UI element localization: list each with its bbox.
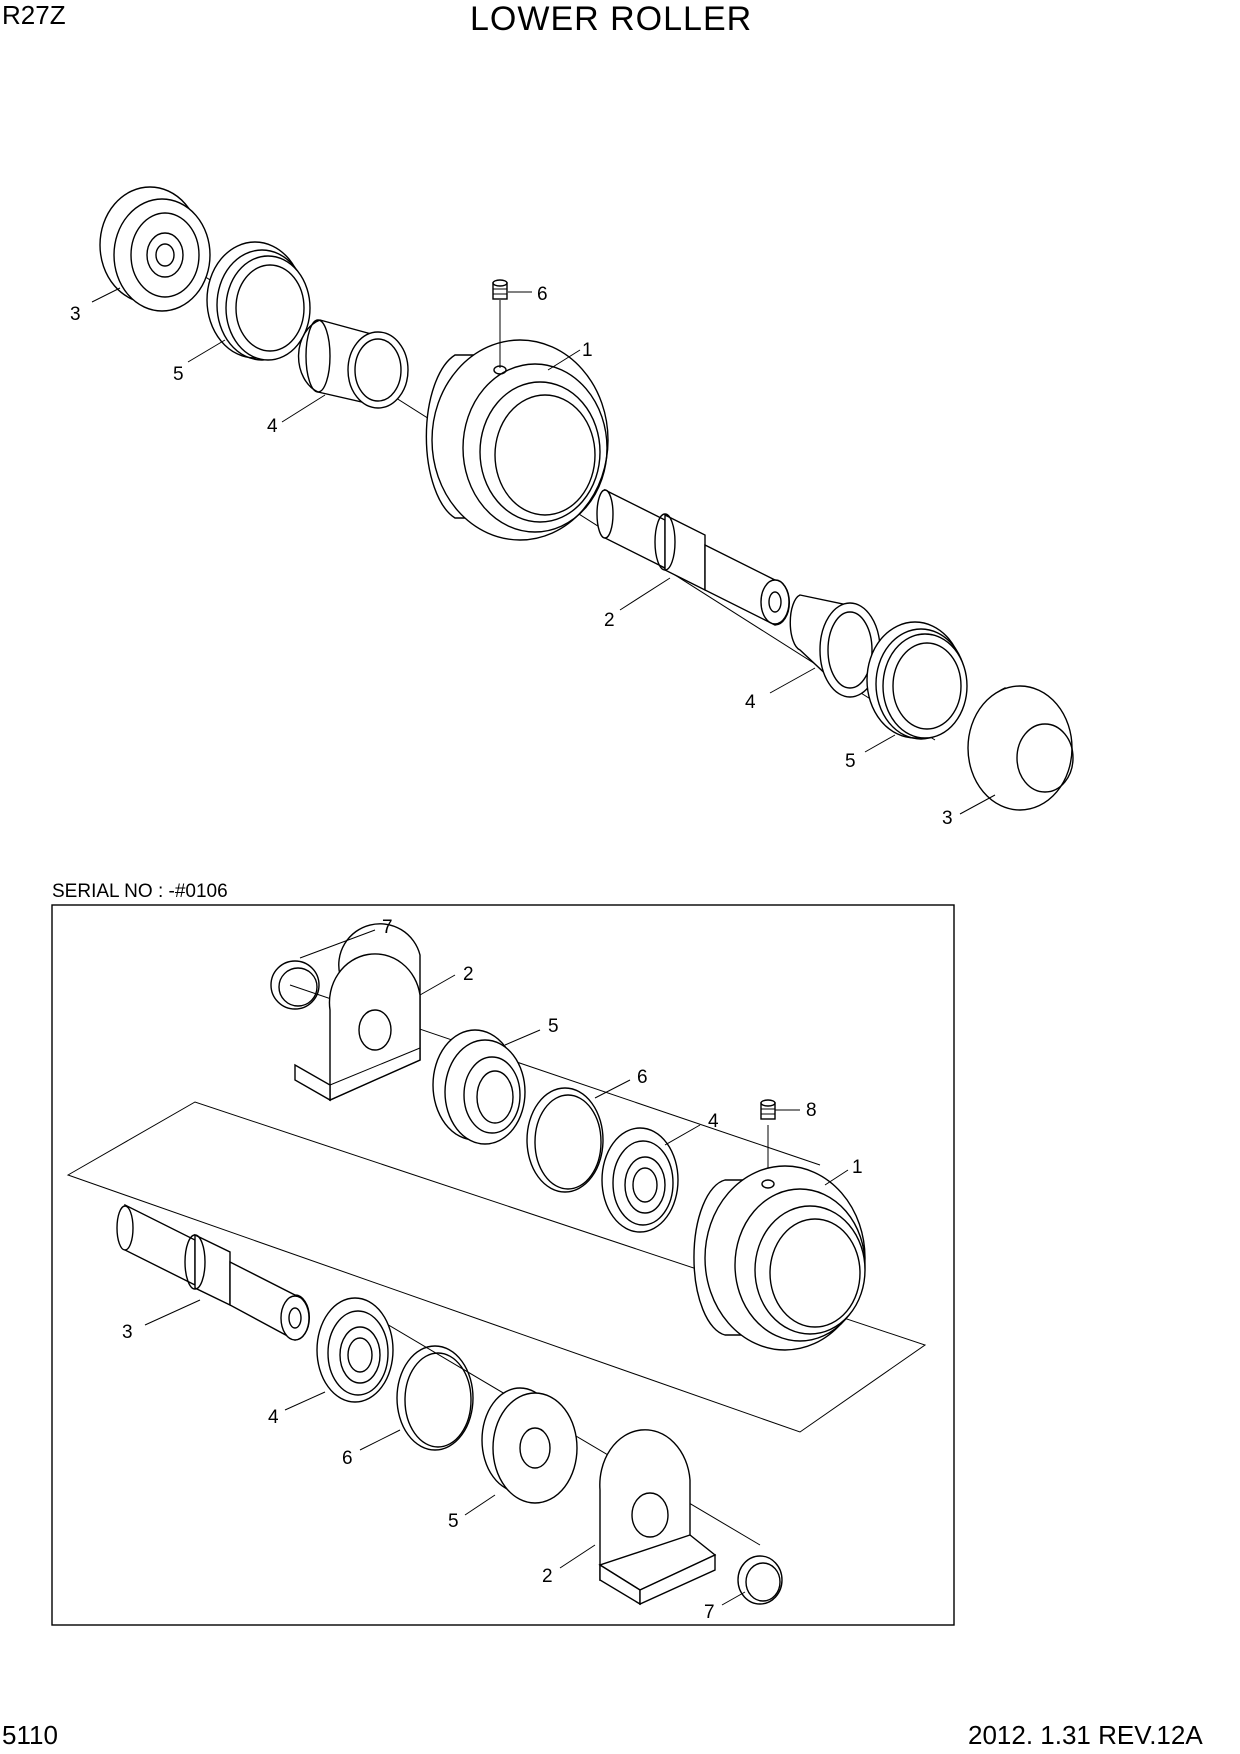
callout-3: 3 xyxy=(942,808,953,829)
part-5-seal-upper xyxy=(432,1029,526,1145)
page-title: LOWER ROLLER xyxy=(470,0,753,38)
top-leader-lines xyxy=(91,287,996,815)
part-2-bracket-lower xyxy=(598,1429,717,1606)
part-7-snap-ring-lower xyxy=(737,1555,783,1605)
callout-3: 3 xyxy=(70,304,81,325)
part-6-ring-lower xyxy=(396,1345,474,1451)
inset-frame xyxy=(51,904,955,1626)
part-2-shaft xyxy=(596,488,791,626)
part-1-roller-body xyxy=(425,339,609,541)
inset-leader-lines xyxy=(144,929,849,1606)
inset-assembly: 7 2 5 6 4 8 1 3 4 6 5 2 7 xyxy=(51,904,955,1626)
callout-4: 4 xyxy=(708,1111,719,1132)
part-1-roller-body-inset xyxy=(693,1165,866,1351)
callout-6: 6 xyxy=(637,1067,648,1088)
part-5-seal-lower xyxy=(481,1387,578,1504)
guide-plane xyxy=(66,1101,927,1433)
callout-4: 4 xyxy=(268,1407,279,1428)
callout-2: 2 xyxy=(604,610,615,631)
callout-6: 6 xyxy=(342,1448,353,1469)
callout-7: 7 xyxy=(704,1602,715,1623)
callout-5: 5 xyxy=(173,364,184,385)
callout-3: 3 xyxy=(122,1322,133,1343)
callout-5: 5 xyxy=(548,1016,559,1037)
part-7-snap-ring-upper xyxy=(270,960,320,1010)
model-label: R27Z xyxy=(2,0,66,30)
part-6-ring-upper xyxy=(526,1087,604,1193)
part-2-bracket-upper xyxy=(294,923,421,1102)
callout-4: 4 xyxy=(745,692,756,713)
callout-1: 1 xyxy=(852,1157,863,1178)
part-4-bushing-right xyxy=(789,594,881,698)
revision-date: 2012. 1.31 REV.12A xyxy=(968,1720,1203,1750)
part-4-bushing-left xyxy=(297,319,409,409)
callout-2: 2 xyxy=(542,1566,553,1587)
serial-number-label: SERIAL NO : -#0106 xyxy=(52,881,228,902)
part-5-seal-left xyxy=(206,241,311,361)
callout-8: 8 xyxy=(806,1100,817,1121)
callout-5: 5 xyxy=(448,1511,459,1532)
part-4-bearing-lower xyxy=(316,1297,394,1403)
callout-2: 2 xyxy=(463,964,474,985)
callout-5: 5 xyxy=(845,751,856,772)
callout-4: 4 xyxy=(267,416,278,437)
page-number: 5110 xyxy=(2,1720,58,1750)
part-3-collar-right xyxy=(967,685,1074,811)
part-4-bearing-upper xyxy=(601,1127,679,1233)
callout-7: 7 xyxy=(382,917,393,938)
part-5-seal-right xyxy=(866,621,968,740)
part-3-collar-left xyxy=(99,186,211,312)
part-6-plug xyxy=(492,279,508,368)
top-assembly: 6 1 3 5 4 2 4 5 3 xyxy=(70,186,1074,829)
part-3-shaft-inset xyxy=(116,1203,311,1341)
callout-1: 1 xyxy=(582,340,593,361)
callout-6: 6 xyxy=(537,284,548,305)
